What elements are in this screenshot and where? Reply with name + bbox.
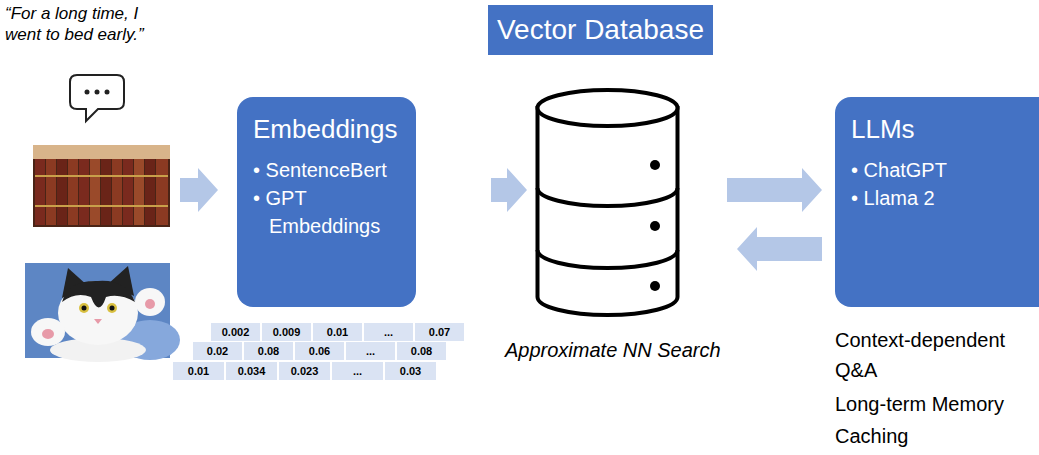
vector-cell: 0.08 <box>396 341 447 361</box>
search-caption: Approximate NN Search <box>505 338 721 363</box>
book-spine <box>79 159 89 225</box>
input-arrow <box>180 168 218 212</box>
vector-cell: 0.02 <box>192 341 243 361</box>
use-case-label: Caching <box>835 421 908 451</box>
vector-cell: 0.034 <box>225 361 278 381</box>
vector-cell: ... <box>331 361 384 381</box>
speech-bubble-icon <box>70 75 124 121</box>
cat-eye <box>79 303 89 313</box>
book-spine <box>101 159 111 225</box>
book-spine <box>112 159 122 225</box>
cat-pupil <box>110 306 115 311</box>
library-photo <box>33 145 170 227</box>
book-spine <box>35 159 45 225</box>
vector-cell: 0.08 <box>243 341 294 361</box>
book-spine <box>90 159 100 225</box>
book-spine <box>68 159 78 225</box>
database-cylinder <box>538 90 678 315</box>
box-heading: LLMs <box>851 113 1039 146</box>
gold-band <box>35 205 168 207</box>
bullet-item: • GPT Embeddings <box>253 184 404 240</box>
vector-cell: ... <box>345 341 396 361</box>
cat-paw <box>135 288 165 316</box>
cat-nose <box>94 319 102 324</box>
book-spine <box>156 159 168 225</box>
vector-cell: 0.002 <box>210 322 261 342</box>
book-spine <box>46 159 56 225</box>
book-spine <box>145 159 155 225</box>
shelf-top <box>33 145 170 159</box>
process-box: LLMs • ChatGPT• Llama 2 <box>835 97 1039 307</box>
quote-text: “For a long time, I went to bed early.” <box>5 3 175 46</box>
cat-patch <box>62 281 135 308</box>
bullet-item: • ChatGPT <box>851 156 1039 184</box>
cylinder-section <box>538 250 678 268</box>
block-arrow <box>737 227 822 271</box>
book-spine <box>123 159 133 225</box>
cat-pupil <box>82 306 87 311</box>
bubble-dot <box>105 90 110 95</box>
bullet-item: • SentenceBert <box>253 156 404 184</box>
cat-head <box>58 281 138 345</box>
cat-eye <box>107 303 117 313</box>
vector-cell: 0.01 <box>172 361 225 381</box>
box-heading: Embeddings <box>253 113 404 146</box>
cat-paw <box>31 318 65 346</box>
book-spine <box>57 159 67 225</box>
process-box: Embeddings • SentenceBert• GPT Embeddings <box>237 97 416 307</box>
cat-photo <box>25 263 180 362</box>
bubble-outline <box>70 75 124 121</box>
paw-pad <box>42 329 54 339</box>
block-arrow <box>491 168 527 212</box>
cylinder-dot <box>650 221 660 231</box>
bubble-dot <box>95 90 100 95</box>
vector-cell: ... <box>363 322 414 342</box>
database-node: Vector Database <box>537 5 678 315</box>
bullet-item: • Llama 2 <box>851 184 1039 212</box>
block-arrow <box>727 168 822 212</box>
cylinder-section <box>538 188 678 206</box>
bubble-dot <box>85 90 90 95</box>
gold-band <box>35 175 168 177</box>
use-case-label: Long-term Memory <box>835 389 1004 419</box>
database-title: Vector Database <box>488 5 713 55</box>
vector-cell: 0.023 <box>278 361 331 381</box>
vector-cell: 0.03 <box>384 361 437 381</box>
shelf-ground <box>33 145 170 227</box>
use-case-label: Context-dependent Q&A <box>835 325 1030 385</box>
vector-cell: 0.07 <box>414 322 465 342</box>
paw-pad <box>145 299 155 309</box>
cylinder-body <box>538 108 678 315</box>
vector-cell: 0.06 <box>294 341 345 361</box>
vector-cell: 0.009 <box>261 322 312 342</box>
cylinder-dot <box>650 160 660 170</box>
cylinder-dot <box>650 281 660 291</box>
vector-cell: 0.01 <box>312 322 363 342</box>
cylinder-top <box>538 90 678 126</box>
book-spine <box>134 159 144 225</box>
